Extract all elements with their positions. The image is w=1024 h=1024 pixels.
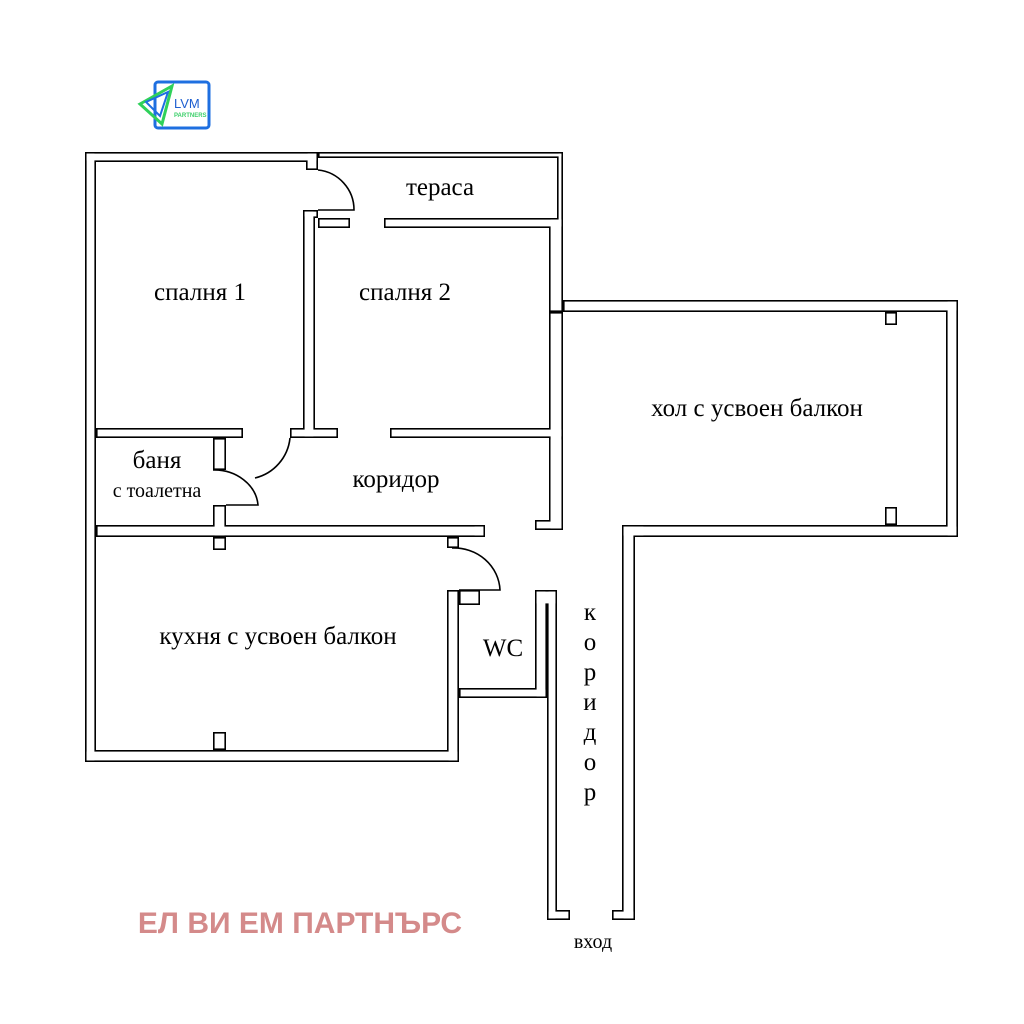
corridor-letter: д bbox=[584, 719, 597, 746]
room-label-bath-sub: с тоалетна bbox=[113, 480, 202, 502]
wall-segment bbox=[97, 429, 242, 437]
corridor-letter: р bbox=[584, 779, 597, 806]
corridor-letter: к bbox=[584, 599, 597, 626]
room-label-corridor: коридор bbox=[353, 466, 440, 493]
wall-segment bbox=[536, 591, 556, 604]
wall-segment bbox=[319, 219, 349, 227]
wall-segment bbox=[214, 538, 225, 549]
wall-segment bbox=[448, 538, 458, 547]
wall-segment bbox=[548, 591, 556, 919]
wall-segment bbox=[448, 591, 458, 761]
wall-segment bbox=[550, 439, 562, 529]
corridor-letter: о bbox=[584, 749, 597, 776]
entrance-label: вход bbox=[574, 931, 612, 953]
door-bath bbox=[212, 469, 259, 506]
wall-segment bbox=[86, 153, 317, 161]
wall-segment bbox=[214, 439, 225, 469]
wall-segment bbox=[97, 526, 484, 536]
logo-subtext: PARTNERS bbox=[174, 113, 207, 119]
watermark: ЕЛ ВИ ЕМ ПАРТНЪРС bbox=[138, 907, 462, 940]
walls bbox=[85, 152, 958, 920]
room-label-corridor-vertical: к о р и д о р bbox=[583, 599, 597, 806]
room-label-wc: WC bbox=[483, 635, 523, 662]
wall-segment bbox=[550, 313, 562, 529]
room-label-terrace: тераса bbox=[406, 174, 474, 201]
logo: LVM PARTNERS bbox=[137, 80, 211, 130]
door-kitchen bbox=[451, 547, 501, 591]
wall-segment bbox=[613, 911, 634, 919]
wall-segment bbox=[550, 219, 562, 311]
corridor-letter: р bbox=[584, 659, 597, 686]
wall-segment bbox=[548, 911, 569, 919]
wall-segment bbox=[536, 591, 546, 697]
logo-text: LVM bbox=[174, 96, 200, 111]
wall-segment bbox=[536, 521, 562, 529]
wall-segment bbox=[214, 506, 225, 536]
wall-segment bbox=[886, 313, 896, 324]
wall-segment bbox=[460, 591, 479, 604]
wall-segment bbox=[385, 219, 562, 227]
wall-segment bbox=[291, 429, 337, 437]
wall-segment bbox=[304, 211, 317, 217]
wall-segment bbox=[623, 526, 634, 919]
door-bedroom1-corridor bbox=[254, 437, 291, 479]
room-label-living: хол с усвоен балкон bbox=[651, 395, 863, 422]
wall-segment bbox=[319, 153, 562, 157]
room-label-kitchen: кухня с усвоен балкон bbox=[159, 623, 396, 650]
wall-segment bbox=[460, 689, 546, 697]
room-label-bath: баня bbox=[133, 447, 182, 474]
wall-segment bbox=[391, 429, 562, 437]
wall-segment bbox=[86, 153, 95, 761]
wall-segment bbox=[623, 526, 957, 536]
wall-segment bbox=[307, 153, 317, 169]
wall-segment bbox=[214, 733, 225, 749]
room-label-bedroom2: спалня 2 bbox=[359, 279, 451, 306]
corridor-letter: о bbox=[584, 629, 597, 656]
wall-segment bbox=[558, 153, 562, 227]
wall-segment bbox=[564, 301, 957, 311]
wall-segment bbox=[886, 508, 896, 524]
wall-segment bbox=[474, 526, 484, 536]
room-label-bedroom1: спалня 1 bbox=[154, 279, 246, 306]
wall-segment bbox=[623, 526, 644, 536]
wall-segment bbox=[86, 751, 458, 761]
doors bbox=[212, 169, 501, 591]
door-bedroom1-terrace bbox=[317, 169, 355, 211]
wall-segment bbox=[947, 301, 957, 536]
corridor-letter: и bbox=[583, 689, 596, 716]
wall-segment bbox=[304, 211, 314, 437]
